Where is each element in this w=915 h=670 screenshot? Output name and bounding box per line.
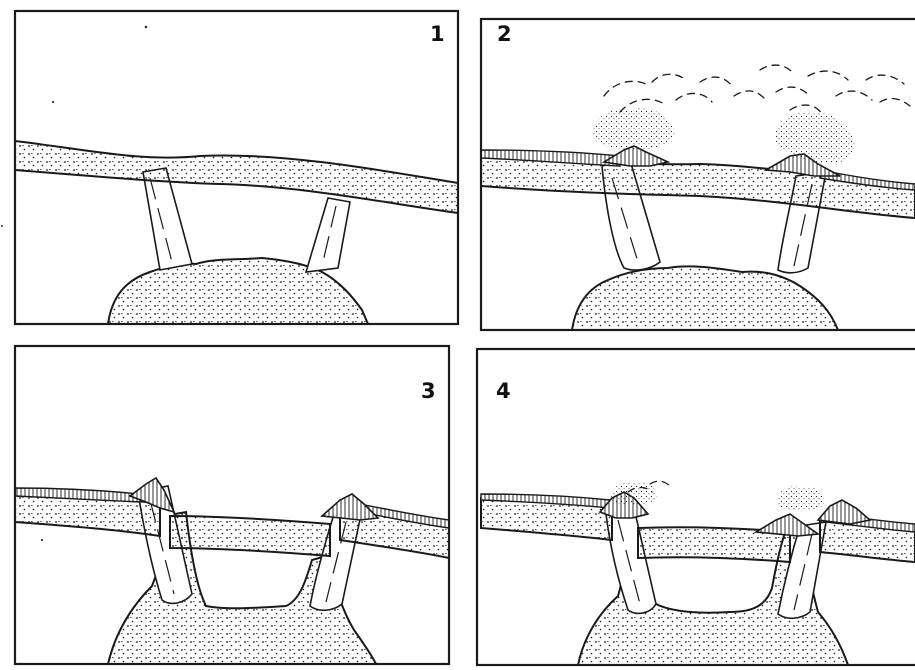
sedimentary-layer: [15, 141, 458, 213]
ash-column-right: [775, 113, 855, 163]
eruption-cloud: [604, 65, 910, 114]
panel-3: 3: [15, 346, 449, 664]
panel-number: 1: [430, 22, 445, 46]
panel-number: 4: [496, 379, 511, 403]
panel-number: 2: [497, 22, 512, 46]
panel-4: 4: [477, 349, 915, 665]
cone-right: [818, 500, 870, 524]
sedimentary-layer-middle: [170, 516, 330, 556]
panel-number: 3: [421, 379, 436, 403]
conduit-left: [606, 508, 656, 613]
conduit-right: [306, 198, 350, 272]
magma-chamber: [572, 266, 838, 330]
ash-puff-right: [777, 486, 824, 511]
panel-2: 2: [481, 19, 915, 330]
ash-column-left: [593, 108, 675, 150]
panel-1: 1: [1, 11, 458, 324]
ash-puff-left: [611, 482, 656, 505]
